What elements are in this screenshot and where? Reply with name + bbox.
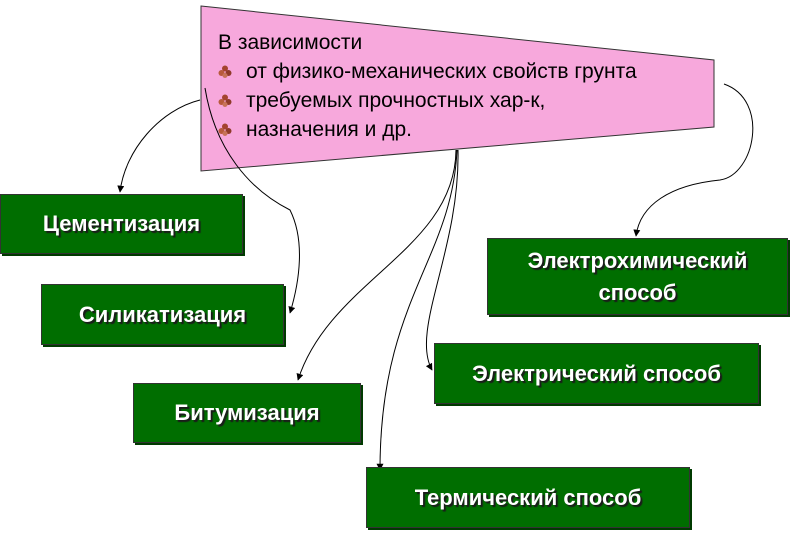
header-item-text: назначения и др. <box>246 118 412 141</box>
connector-thermal <box>376 149 458 471</box>
connector-electrical <box>425 149 459 371</box>
header-item-text: от физико-механических свойств грунта <box>246 60 637 83</box>
bullet-flower-icon <box>218 65 232 78</box>
method-box-silicatization: Силикатизация <box>41 284 284 345</box>
method-label: Битумизация <box>174 400 320 425</box>
method-box-thermal: Термический способ <box>366 467 690 528</box>
bullet-flower-icon <box>218 94 232 107</box>
method-box-bitumization: Битумизация <box>133 383 361 443</box>
connector-cementation <box>117 99 201 193</box>
method-label-line2: способ <box>598 279 677 305</box>
method-label: Силикатизация <box>78 301 247 327</box>
method-label-block: Электрохимический способ <box>528 245 748 309</box>
header-intro: В зависимости <box>218 31 363 54</box>
header-item: назначения и др. <box>218 115 637 144</box>
method-box-electrochemical: Электрохимический способ <box>487 238 788 315</box>
connector-electrochemical <box>633 83 754 237</box>
header-item: от физико-механических свойств грунта <box>218 57 637 86</box>
bullet-flower-icon <box>218 123 232 136</box>
method-label: Электрический способ <box>472 360 721 386</box>
header-text: В зависимости от физико-механических сво… <box>218 28 637 144</box>
method-label: Цементизация <box>42 211 201 236</box>
connector-silicatization <box>204 87 300 314</box>
header-shape <box>200 5 715 172</box>
method-box-electrical: Электрический способ <box>434 343 759 404</box>
method-label: Термический способ <box>414 484 642 510</box>
method-label-line1: Электрохимический <box>527 247 748 273</box>
method-box-cementation: Цементизация <box>0 194 243 254</box>
connector-bitumization <box>296 149 457 381</box>
header-item-text: требуемых прочностных хар-к, <box>246 89 546 112</box>
header-item: требуемых прочностных хар-к, <box>218 86 637 115</box>
